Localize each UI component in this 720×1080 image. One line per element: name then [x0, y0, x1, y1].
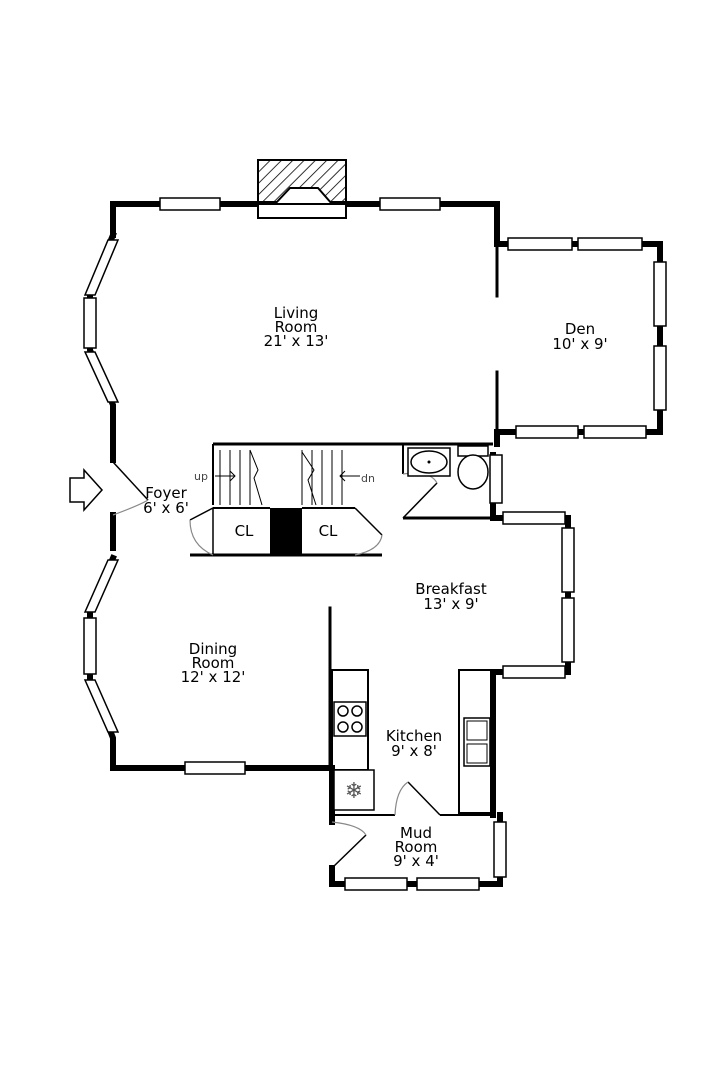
- living-room-name-line2: Room: [275, 318, 318, 336]
- foyer-name: Foyer: [145, 484, 187, 502]
- refrigerator-icon: ❄: [333, 769, 375, 811]
- svg-text:❄: ❄: [345, 779, 363, 804]
- room-den: Den 10' x 9': [552, 320, 607, 353]
- foyer-size: 6' x 6': [143, 499, 189, 517]
- den-name: Den: [565, 320, 595, 338]
- stairs-down-label: dn: [361, 472, 375, 485]
- fireplace-icon: [257, 159, 347, 219]
- mud-room-name-line1: Mud: [400, 824, 432, 842]
- doors: [112, 461, 441, 869]
- room-living: Living Room 21' x 13': [264, 304, 329, 350]
- mud-room-size: 9' x 4': [393, 852, 439, 870]
- kitchen-size: 9' x 8': [391, 742, 437, 760]
- room-kitchen: Kitchen 9' x 8': [386, 727, 442, 760]
- toilet-icon: [457, 445, 489, 490]
- stairs-up-label: up: [194, 470, 208, 483]
- living-room-name-line1: Living: [274, 304, 319, 322]
- breakfast-size: 13' x 9': [423, 595, 478, 613]
- sink-icon: [407, 447, 451, 477]
- mud-room-name-line2: Room: [395, 838, 438, 856]
- kitchen-name: Kitchen: [386, 727, 442, 745]
- kitchen-sink-icon: [463, 717, 491, 767]
- closets: CL CL: [235, 522, 338, 540]
- dining-room-name-line2: Room: [192, 654, 235, 672]
- room-breakfast: Breakfast 13' x 9': [415, 580, 487, 613]
- stairs: up dn: [194, 449, 375, 506]
- den-size: 10' x 9': [552, 335, 607, 353]
- closet-left-label: CL: [235, 522, 254, 540]
- entry-arrow-icon: [69, 468, 104, 512]
- room-mud: Mud Room 9' x 4': [393, 824, 439, 870]
- interior-walls: [190, 242, 499, 816]
- breakfast-name: Breakfast: [415, 580, 487, 598]
- dining-room-name-line1: Dining: [189, 640, 237, 658]
- dining-room-size: 12' x 12': [181, 668, 246, 686]
- room-foyer: Foyer 6' x 6': [143, 484, 189, 517]
- closet-right-label: CL: [319, 522, 338, 540]
- stove-icon: [333, 701, 367, 737]
- room-dining: Dining Room 12' x 12': [181, 640, 246, 686]
- windows: [83, 197, 667, 891]
- living-room-size: 21' x 13': [264, 332, 329, 350]
